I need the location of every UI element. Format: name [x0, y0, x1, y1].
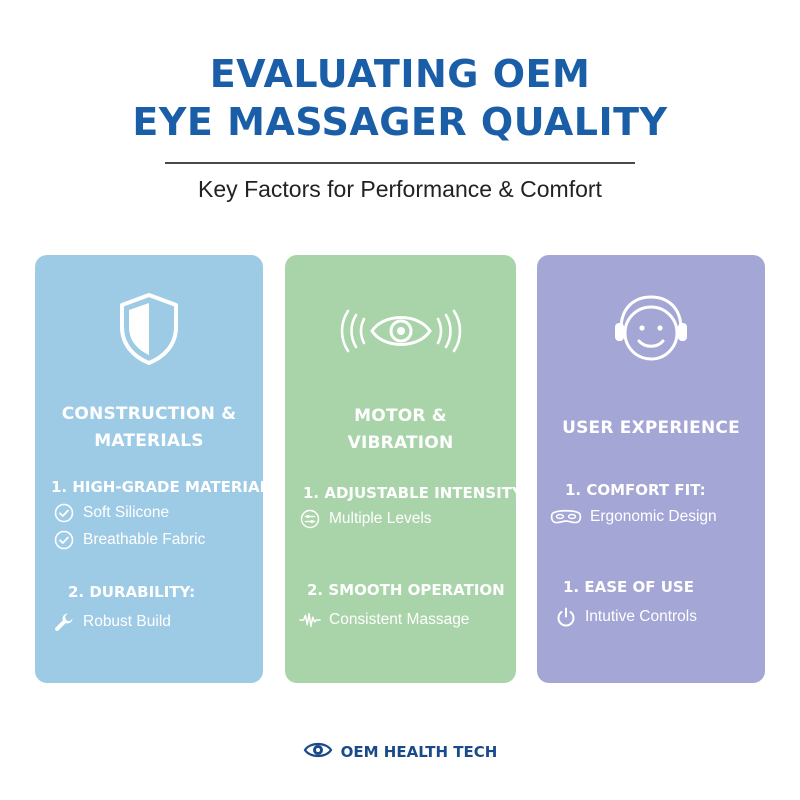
power-icon: [555, 606, 577, 628]
footer-brand: OEM HEALTH TECH: [0, 740, 800, 764]
list-item: Breathable Fabric: [53, 529, 205, 551]
section-heading: 2. SMOOTH OPERATION: [307, 581, 505, 599]
card-title-line-1: MOTOR &: [354, 406, 447, 426]
card-title-line-1: USER EXPERIENCE: [562, 418, 740, 438]
card-title-line-2: MATERIALS: [94, 431, 204, 451]
wrench-icon: [53, 611, 75, 633]
list-item-text: Robust Build: [83, 613, 171, 630]
check-circle-icon: [53, 529, 75, 551]
eye-logo-icon: [303, 740, 333, 764]
sliders-icon: [299, 508, 321, 530]
title-line-1: EVALUATING OEM: [209, 52, 591, 96]
eye-mask-icon: [550, 506, 582, 528]
card-user-experience: USER EXPERIENCE 1. COMFORT FIT: Ergonomi…: [537, 255, 765, 683]
section-heading: 1. ADJUSTABLE INTENSITY:: [303, 484, 528, 502]
list-item: Multiple Levels: [299, 508, 432, 530]
section-heading: 1. HIGH-GRADE MATERIALS:: [51, 478, 286, 496]
list-item-text: Intutive Controls: [585, 608, 697, 625]
list-item-text: Soft Silicone: [83, 504, 170, 521]
smiley-headphones-icon: [537, 293, 765, 374]
list-item-text: Consistent Massage: [329, 611, 470, 628]
title-divider: [165, 162, 635, 164]
list-item: Consistent Massage: [299, 609, 469, 631]
list-item: Ergonomic Design: [550, 506, 717, 528]
list-item-text: Multiple Levels: [329, 510, 432, 527]
eye-vibration-icon: [285, 301, 516, 366]
waveform-icon: [299, 609, 321, 631]
check-circle-icon: [53, 502, 75, 524]
section-heading: 1. EASE OF USE: [563, 578, 694, 596]
card-title: CONSTRUCTION & MATERIALS: [35, 401, 263, 455]
page-title: EVALUATING OEM EYE MASSAGER QUALITY: [0, 50, 800, 146]
list-item-text: Breathable Fabric: [83, 531, 206, 548]
card-title-line-1: CONSTRUCTION &: [61, 404, 237, 424]
card-construction-materials: CONSTRUCTION & MATERIALS 1. HIGH-GRADE M…: [35, 255, 286, 683]
shield-icon: [35, 291, 263, 372]
section-heading: 1. COMFORT FIT:: [565, 481, 706, 499]
card-title: USER EXPERIENCE: [537, 415, 765, 442]
list-item: Robust Build: [53, 611, 171, 633]
list-item-text: Ergonomic Design: [590, 508, 717, 525]
title-line-2: EYE MASSAGER QUALITY: [132, 100, 668, 144]
list-item: Soft Silicone: [53, 502, 169, 524]
card-title: MOTOR & VIBRATION: [285, 403, 516, 457]
list-item: Intutive Controls: [555, 606, 697, 628]
section-heading: 2. DURABILITY:: [68, 583, 196, 601]
card-motor-vibration: MOTOR & VIBRATION 1. ADJUSTABLE INTENSIT…: [285, 255, 527, 683]
page-subtitle: Key Factors for Performance & Comfort: [198, 176, 602, 202]
card-title-line-2: VIBRATION: [347, 433, 454, 453]
brand-name: OEM HEALTH TECH: [340, 743, 498, 761]
